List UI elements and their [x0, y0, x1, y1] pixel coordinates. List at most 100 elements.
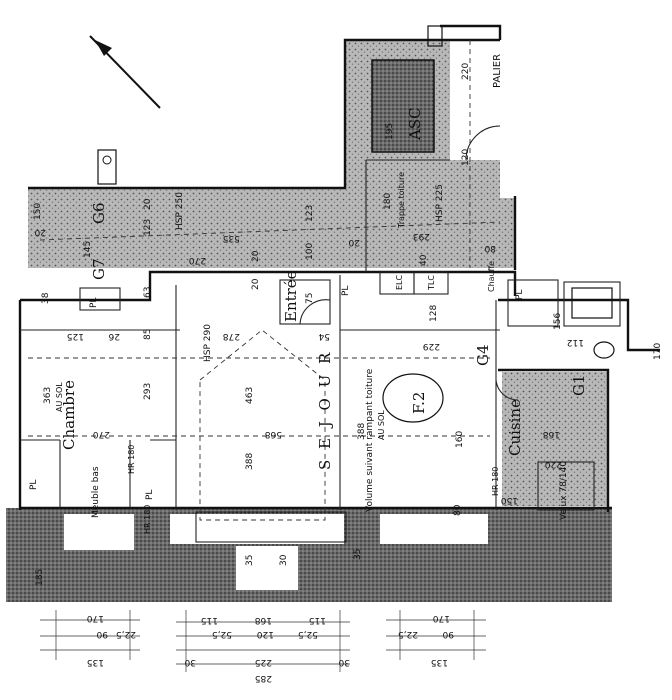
dimension-label: 20	[348, 237, 360, 247]
chauffe-label: Chauffe	[487, 261, 496, 292]
bottom-dimension-label: 135	[87, 657, 104, 667]
dimension-label: 123	[143, 219, 153, 236]
bottom-dimension-label: 22,5	[398, 629, 418, 639]
dimension-label: 20	[34, 227, 46, 237]
dimension-label: 156	[553, 313, 563, 330]
dimension-label: 185	[35, 569, 45, 586]
dimension-label: 150	[33, 203, 43, 220]
bottom-dimension-label: 115	[201, 615, 218, 625]
bottom-dimension-lines	[40, 610, 486, 672]
dimension-label: 40	[419, 254, 429, 266]
dimension-label: 388	[245, 453, 255, 470]
dimension-label: 150	[501, 495, 518, 505]
north-arrow-icon	[89, 35, 161, 109]
dimension-label: 20	[251, 250, 261, 262]
common-area-hatching	[28, 40, 608, 506]
hsp-225-note: HSP 225	[435, 184, 445, 222]
dimension-label: 26	[108, 331, 120, 341]
sloped-ceiling-outline	[28, 40, 501, 521]
room-chambre-label: Chambre	[60, 380, 78, 450]
bottom-dimension-label: 90	[442, 629, 454, 639]
dimension-label: 128	[429, 305, 439, 322]
gas-meter-label: G4	[474, 344, 492, 366]
placard-label: PL	[515, 290, 525, 300]
wc-fixture-icon	[593, 341, 615, 359]
placard-label: PL	[89, 298, 99, 308]
dimension-label: 80	[484, 243, 496, 253]
placard-label: PL	[29, 480, 39, 490]
elevator-label: ASC	[406, 107, 424, 141]
door-swings	[299, 125, 519, 401]
dimension-label: 54	[318, 331, 330, 341]
dimension-label: 75	[305, 293, 315, 304]
tlc-label: TLC	[427, 275, 436, 291]
volume-rampant-note: Volume suivant rampant toiture	[365, 368, 375, 512]
dimension-label: 229	[423, 341, 440, 351]
unit-label: F.2	[410, 392, 428, 414]
dimension-label: 568	[265, 429, 282, 439]
dimension-label: 168	[543, 429, 560, 439]
hsp-290-note: HSP 290	[203, 324, 213, 362]
bottom-dimension-label: 90	[96, 629, 108, 639]
gas-meter-label: G7	[90, 258, 108, 280]
bottom-dimension-label: 52,5	[212, 629, 232, 639]
bottom-dimension-label: 225	[255, 657, 272, 667]
dimension-label: 35	[353, 549, 363, 560]
dimension-label: 20	[251, 278, 261, 290]
dimension-label: 363	[43, 387, 53, 404]
dimension-label: 35	[245, 555, 255, 566]
dimension-label: 535	[223, 233, 240, 243]
dimension-label: 270	[93, 429, 110, 439]
meter-box-top-icon	[427, 25, 443, 47]
bottom-dimension-label: 168	[255, 615, 272, 625]
bottom-dimension-label: 170	[87, 613, 104, 623]
bottom-dimension-label: 22,5	[116, 629, 136, 639]
hr-180-note: HR 180	[143, 505, 152, 534]
gas-meter-label: G6	[90, 202, 108, 224]
dimension-label: 220	[461, 63, 471, 80]
meter-box-icon	[97, 149, 117, 185]
unit-oval	[382, 373, 444, 423]
dimension-label: 125	[67, 331, 84, 341]
au-sol-chambre-note: AU SOL	[55, 382, 64, 412]
gas-meter-label: G1	[570, 374, 588, 396]
bottom-dimension-label: 115	[309, 615, 326, 625]
elevator-shaft	[371, 59, 435, 153]
dimension-label: 388	[357, 423, 367, 440]
room-sejour-label: S E J O U R	[316, 350, 334, 470]
dimension-label: 220	[545, 459, 562, 469]
shower-fixture-icon	[571, 287, 613, 319]
dimension-label: 270	[189, 255, 206, 265]
dimension-label: 85	[143, 329, 153, 340]
dimension-label: 278	[223, 331, 240, 341]
dimension-label: 30	[279, 554, 289, 566]
dimension-label: 123	[305, 205, 315, 222]
bottom-dimension-label: 135	[431, 657, 448, 667]
bottom-dimension-label: 30	[184, 657, 196, 667]
dimension-label: 170	[653, 343, 663, 360]
bottom-dimension-label: 285	[255, 673, 272, 683]
bottom-dimension-label: 170	[433, 613, 450, 623]
placard-label: PL	[341, 286, 351, 296]
dimension-label: 293	[143, 383, 153, 400]
dimension-label: 120	[461, 149, 471, 166]
dimension-label: 195	[385, 123, 395, 140]
dimension-label: 20	[143, 198, 153, 210]
hr-180-note: HR 180	[127, 445, 136, 474]
dimension-label: 463	[245, 387, 255, 404]
meuble-bas-note: Meuble bas	[91, 466, 101, 518]
dimension-label: 145	[83, 241, 93, 258]
dimension-label: 80	[453, 504, 463, 516]
bottom-dimension-label: 52,5	[298, 629, 318, 639]
bottom-dimension-label: 120	[257, 629, 274, 639]
velux-note: Velux 78/140	[559, 461, 569, 520]
trappe-note: Trappe toiture	[397, 172, 406, 229]
walls	[18, 24, 660, 543]
room-cuisine-label: Cuisine	[506, 399, 524, 456]
dimension-label: 38	[41, 292, 51, 304]
dimension-label: 180	[383, 193, 393, 210]
dimension-label: 293	[413, 231, 430, 241]
dimension-label: 100	[305, 243, 315, 260]
room-entree-label: Entrée	[282, 270, 300, 322]
